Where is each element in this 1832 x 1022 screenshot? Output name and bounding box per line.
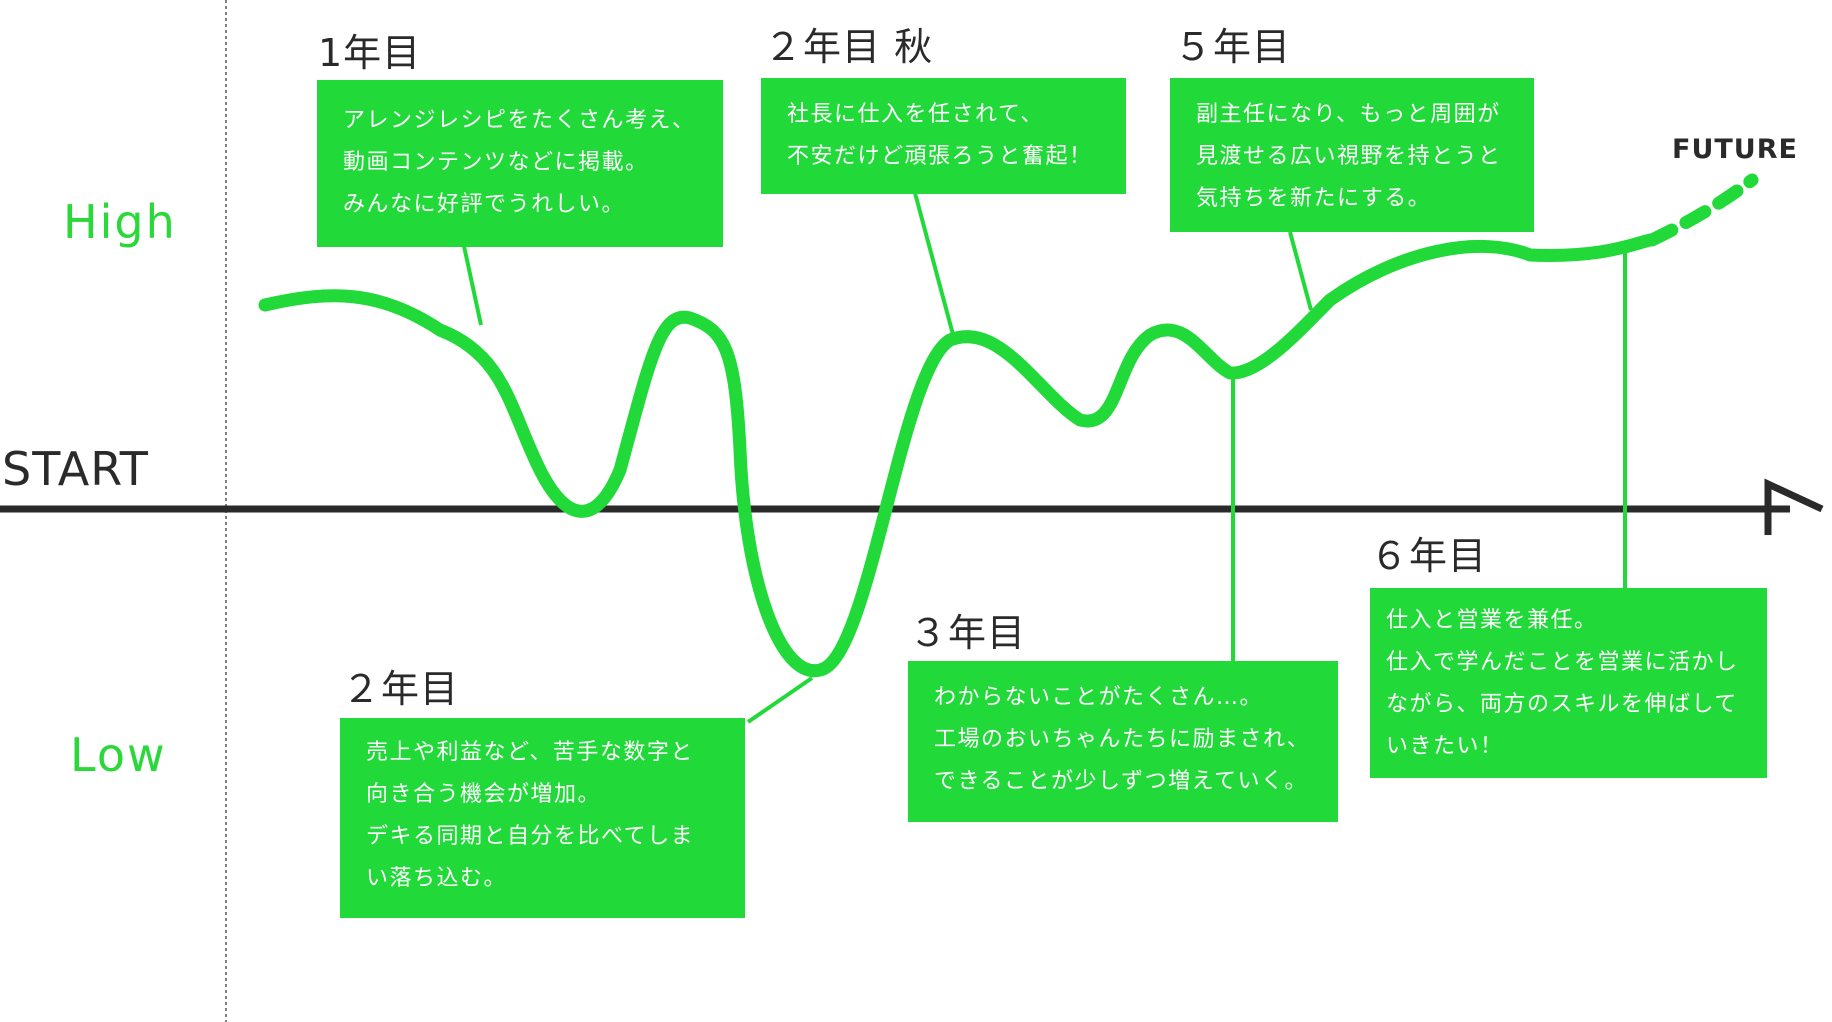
high-label: High: [63, 195, 177, 249]
note-line: 不安だけど頑張ろうと奮起！: [787, 144, 1093, 169]
note-line: 仕入で学んだことを営業に活かし: [1386, 650, 1739, 675]
period-label-year5: ５年目: [1174, 25, 1292, 69]
note-year1: アレンジレシピをたくさん考え、 動画コンテンツなどに掲載。 みんなに好評でうれし…: [317, 80, 723, 247]
note-line: 副主任になり、もっと周囲が: [1196, 102, 1501, 127]
note-line: いきたい！: [1386, 734, 1504, 759]
period-label-year2-autumn: ２年目 秋: [764, 25, 934, 69]
period-label-year2: ２年目: [342, 667, 460, 711]
low-label: Low: [70, 728, 167, 782]
note-year6: 仕入と営業を兼任。 仕入で学んだことを営業に活かし ながら、両方のスキルを伸ばし…: [1370, 588, 1767, 778]
note-line: 見渡せる広い視野を持とうと: [1196, 144, 1502, 169]
note-year2-autumn: 社長に仕入を任されて、 不安だけど頑張ろうと奮起！: [761, 78, 1126, 194]
note-line: できることが少しずつ増えていく。: [934, 769, 1309, 794]
note-line: アレンジレシピをたくさん考え、: [343, 108, 696, 133]
period-label-year6: ６年目: [1370, 534, 1488, 578]
note-line: デキる同期と自分を比べてしま: [366, 824, 695, 849]
start-label: START: [2, 442, 149, 496]
connector-year2: [746, 676, 814, 724]
note-year3: わからないことがたくさん…。 工場のおいちゃんたちに励まされ、 できることが少し…: [908, 661, 1338, 822]
period-label-year1: 1年目: [318, 31, 422, 75]
note-line: みんなに好評でうれしい。: [343, 192, 626, 217]
note-line: い落ち込む。: [366, 866, 508, 891]
connector-year5: [1288, 231, 1313, 311]
connector-year1: [462, 245, 483, 326]
connector-year2-autumn: [913, 192, 957, 343]
note-line: 売上や利益など、苦手な数字と: [366, 740, 694, 765]
note-line: 向き合う機会が増加。: [366, 782, 602, 807]
note-year5: 副主任になり、もっと周囲が 見渡せる広い視野を持とうと 気持ちを新たにする。: [1170, 78, 1534, 232]
note-line: 動画コンテンツなどに掲載。: [343, 150, 649, 175]
note-line: 気持ちを新たにする。: [1196, 186, 1432, 211]
time-axis-arrowhead: [1764, 478, 1824, 535]
note-line: 工場のおいちゃんたちに励まされ、: [934, 727, 1311, 752]
note-line: 社長に仕入を任されて、: [787, 102, 1044, 127]
future-dashed-curve: [1645, 173, 1759, 247]
future-label: FUTURE: [1672, 134, 1798, 165]
motivation-curve: [258, 233, 1657, 678]
note-year2: 売上や利益など、苦手な数字と 向き合う機会が増加。 デキる同期と自分を比べてしま…: [340, 718, 745, 918]
note-line: わからないことがたくさん…。: [934, 685, 1264, 710]
note-line: ながら、両方のスキルを伸ばして: [1386, 692, 1738, 717]
period-label-year3: ３年目: [909, 611, 1027, 655]
note-line: 仕入と営業を兼任。: [1386, 608, 1598, 633]
